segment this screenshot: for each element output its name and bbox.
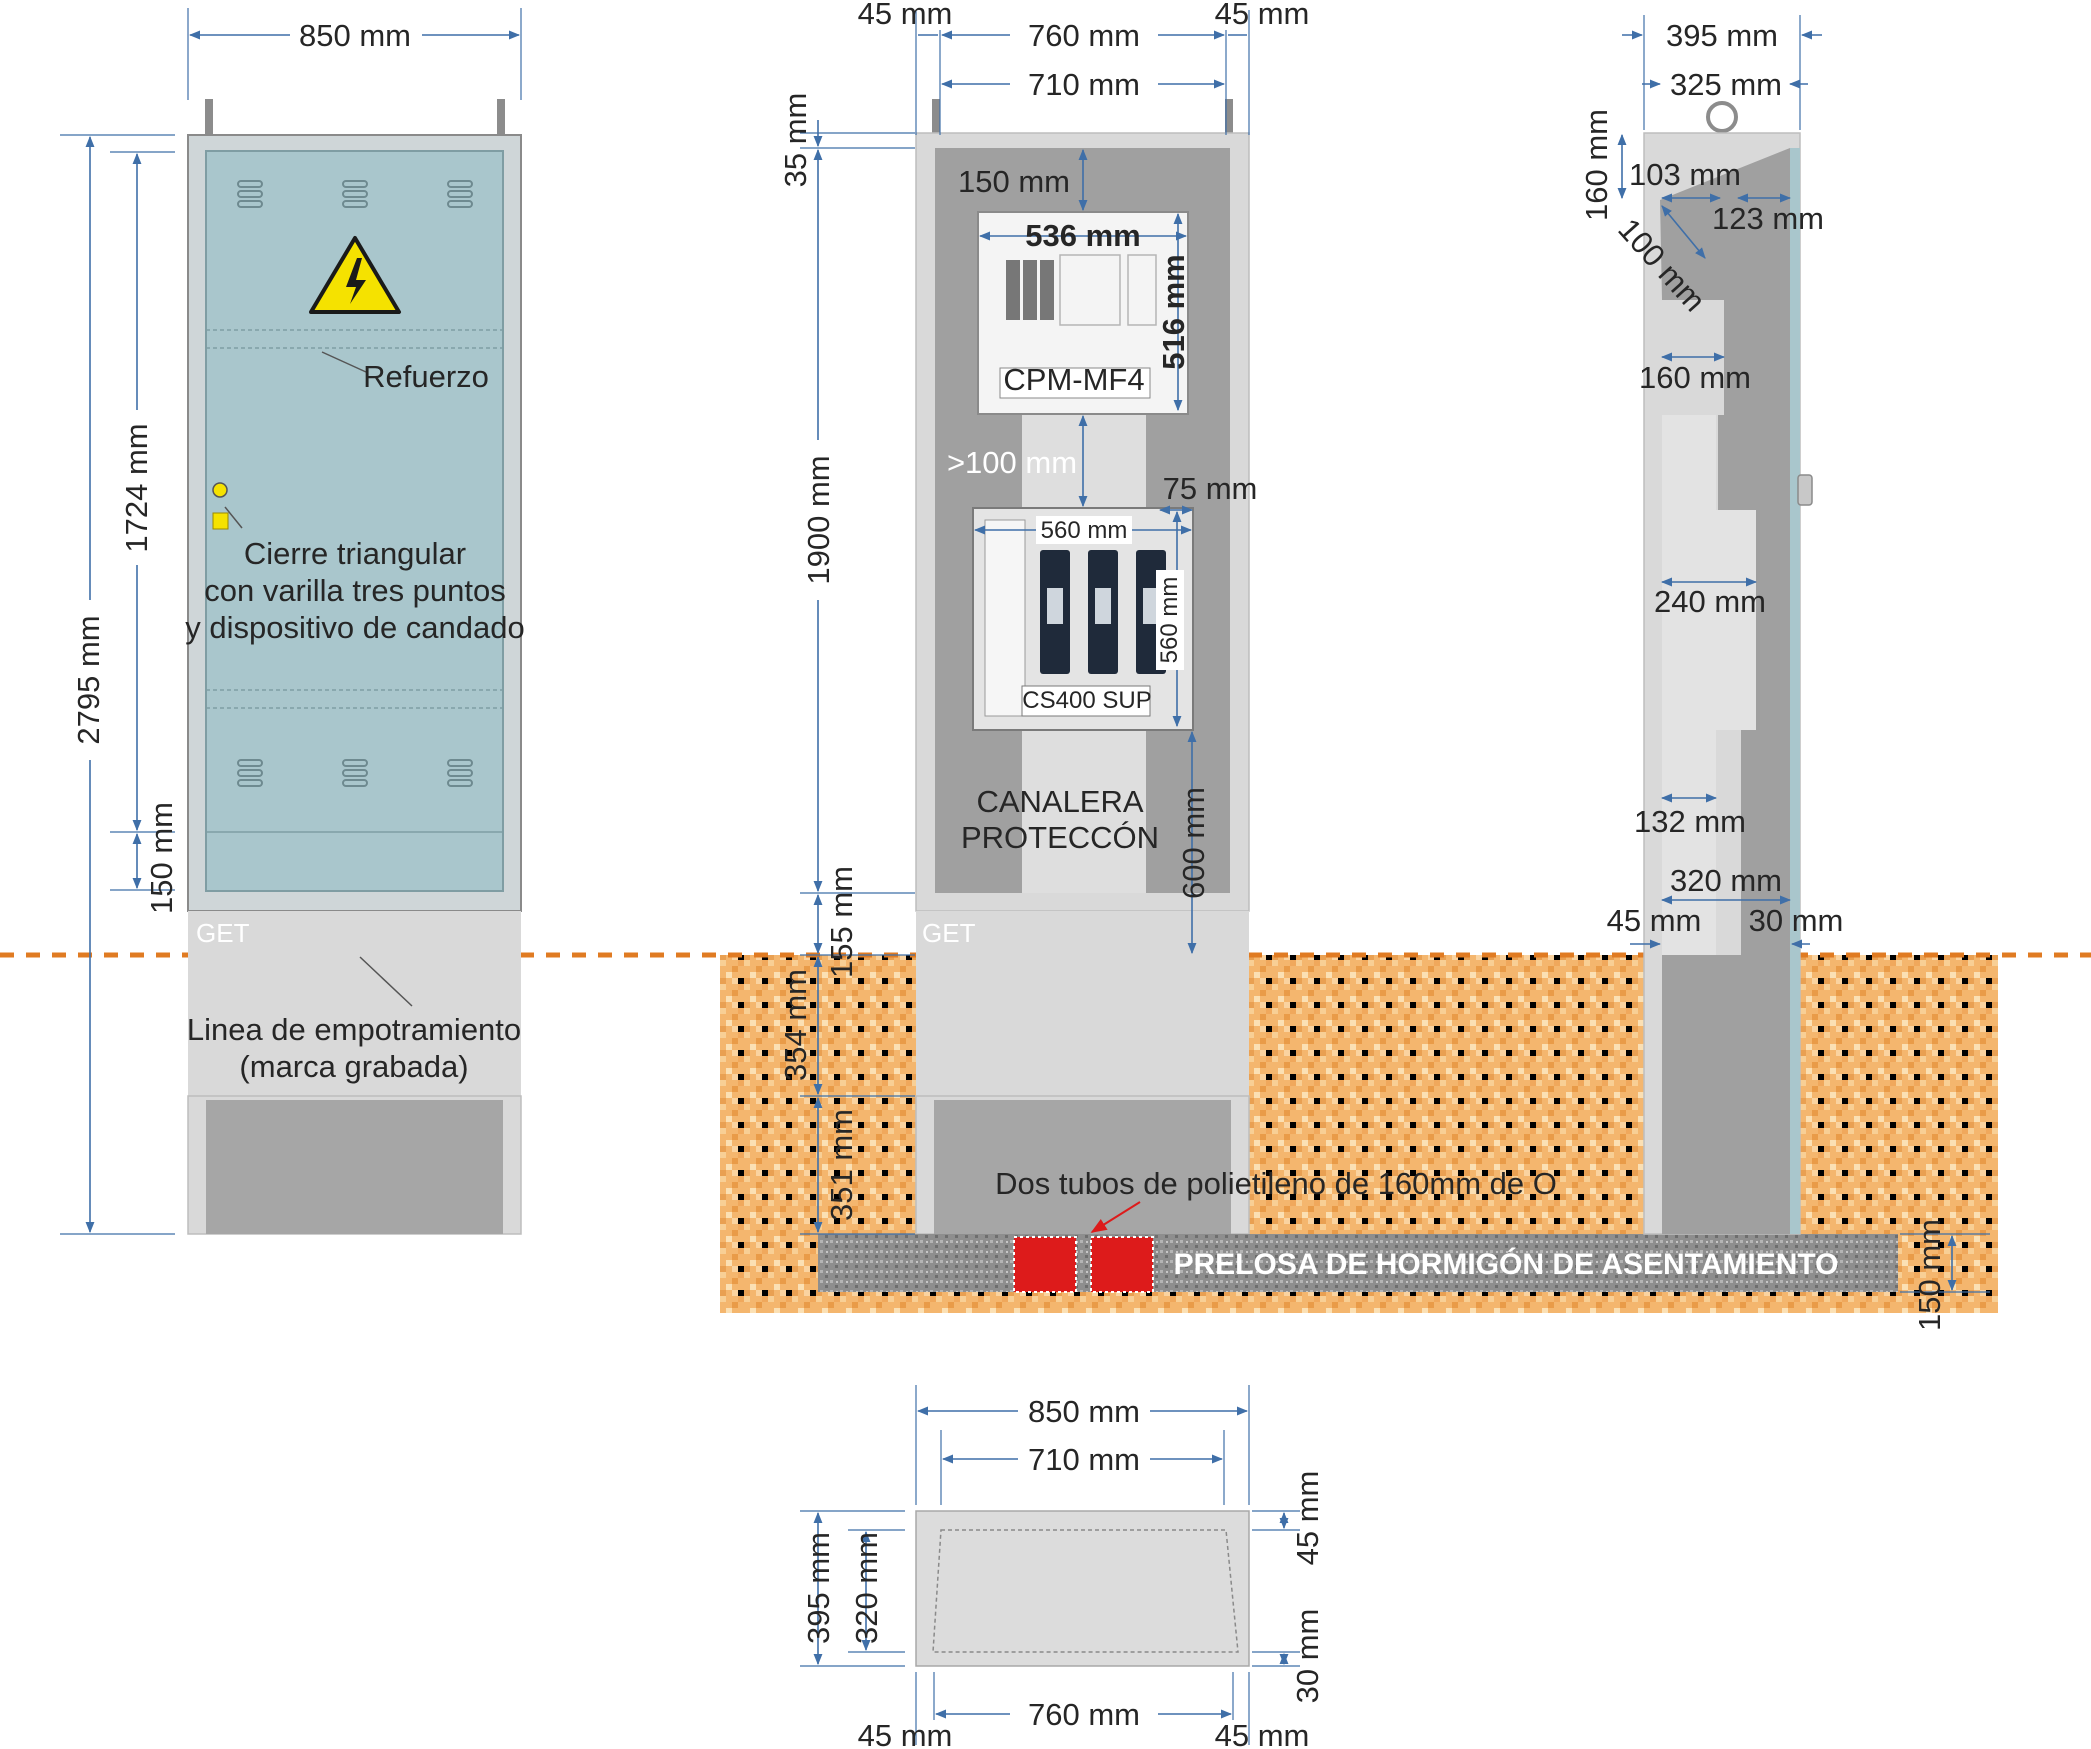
height-354-label: 354 mm [778,969,813,1081]
dim-160-label: 160 mm [1639,360,1751,395]
dim-123-label: 123 mm [1712,201,1824,236]
vent-slots-top [237,180,473,208]
pipe-left [1013,1236,1077,1293]
plan-outline [915,1510,1250,1667]
top-gap-label: 35 mm [778,93,813,188]
height-351-label: 351 mm [824,1109,859,1221]
front-brand-label: GET [196,918,250,948]
side-handle [1797,474,1813,506]
side-inner-depth-label: 325 mm [1670,67,1782,102]
section-inner-width-label: 760 mm [1028,18,1140,53]
pipe-right [1090,1236,1154,1293]
plan-left-margin-label: 45 mm [858,1718,953,1749]
lifting-eye-icon [1706,101,1738,133]
cpm-width-label: 536 mm [1025,218,1140,253]
plan-bottom-margin-label: 30 mm [1290,1609,1325,1704]
cpm-mf4-module [977,211,1189,415]
dim-240-label: 240 mm [1654,584,1766,619]
front-total-height-label: 2795 mm [71,615,106,744]
height-1900-label: 1900 mm [801,455,836,584]
section-inner-clear-label: 710 mm [1028,67,1140,102]
reinforcement-label: Refuerzo [363,359,489,394]
high-voltage-warning-icon [309,236,401,314]
dim-320-label: 320 mm [1670,863,1782,898]
vent-slots-bottom [237,759,473,787]
cpm-module-label: CPM-MF4 [1003,362,1144,397]
plan-inner-outline [932,1529,1239,1653]
plan-depth-label: 395 mm [801,1532,836,1644]
front-bottom-gap-label: 150 mm [144,802,179,914]
plan-inner-width-label: 710 mm [1028,1442,1140,1477]
section-right-margin-label: 45 mm [1215,0,1310,31]
concrete-slab [818,1234,1898,1292]
lock-label-line2: con varilla tres puntos [204,573,506,608]
embedding-line-label-2: (marca grabada) [239,1049,468,1084]
lock-label-line1: Cierre triangular [244,536,466,571]
front-door-height-label: 1724 mm [119,423,154,552]
section-brand-label: GET [922,918,976,948]
side-view: 395 mm 325 mm 160 mm 103 mm 123 mm 100 m… [1579,15,1844,1235]
lock-label-line3: y dispositivo de candado [185,610,525,645]
front-view: GET 850 mm 2795 mm 1724 mm 150 mm Refuer… [60,8,525,1235]
duct-label-line1: CANALERA [976,784,1143,819]
front-base [188,911,521,1096]
cpm-top-label: 150 mm [958,164,1070,199]
section-left-margin-label: 45 mm [858,0,953,31]
front-width-label: 850 mm [299,18,411,53]
spacing-label: >100 mm [947,445,1077,480]
dim-103-label: 103 mm [1629,157,1741,192]
cs-width-label: 560 mm [1041,517,1128,544]
cs-offset-label: 75 mm [1163,471,1258,506]
duct-label-line2: PROTECCÓN [961,820,1159,855]
triangular-lock-icon [212,482,229,530]
plan-top-margin-label: 45 mm [1290,1471,1325,1566]
dim-132-label: 132 mm [1634,804,1746,839]
plan-inner-depth-label: 320 mm [849,1532,884,1644]
cs-height-label: 560 mm [1156,577,1183,664]
cs-module-label: CS400 SUP [1022,687,1151,714]
section-view: GET Dos tubos de polietilen [778,0,1990,1331]
slab-label: PRELOSA DE HORMIGÓN DE ASENTAMIENTO [1173,1247,1838,1281]
embedding-line-label-1: Linea de empotramiento [187,1012,521,1047]
plan-view: 850 mm 710 mm 395 mm 320 mm 45 mm 30 mm … [800,1385,1325,1749]
height-155-label: 155 mm [824,866,859,978]
plan-width-label: 850 mm [1028,1394,1140,1429]
pipes-label: Dos tubos de polietileno de 160mm de O [995,1166,1557,1201]
side-depth-label: 395 mm [1666,18,1778,53]
height-600-label: 600 mm [1176,787,1211,899]
side-door-edge [1790,148,1800,1234]
dim-45-label: 45 mm [1607,903,1702,938]
side-roof-height-label: 160 mm [1579,109,1614,221]
plan-bottom-width-label: 760 mm [1028,1697,1140,1732]
cpm-height-label: 516 mm [1156,254,1191,369]
slab-height-label: 150 mm [1912,1219,1947,1331]
dim-30-label: 30 mm [1749,903,1844,938]
plan-right-margin-label: 45 mm [1215,1718,1310,1749]
